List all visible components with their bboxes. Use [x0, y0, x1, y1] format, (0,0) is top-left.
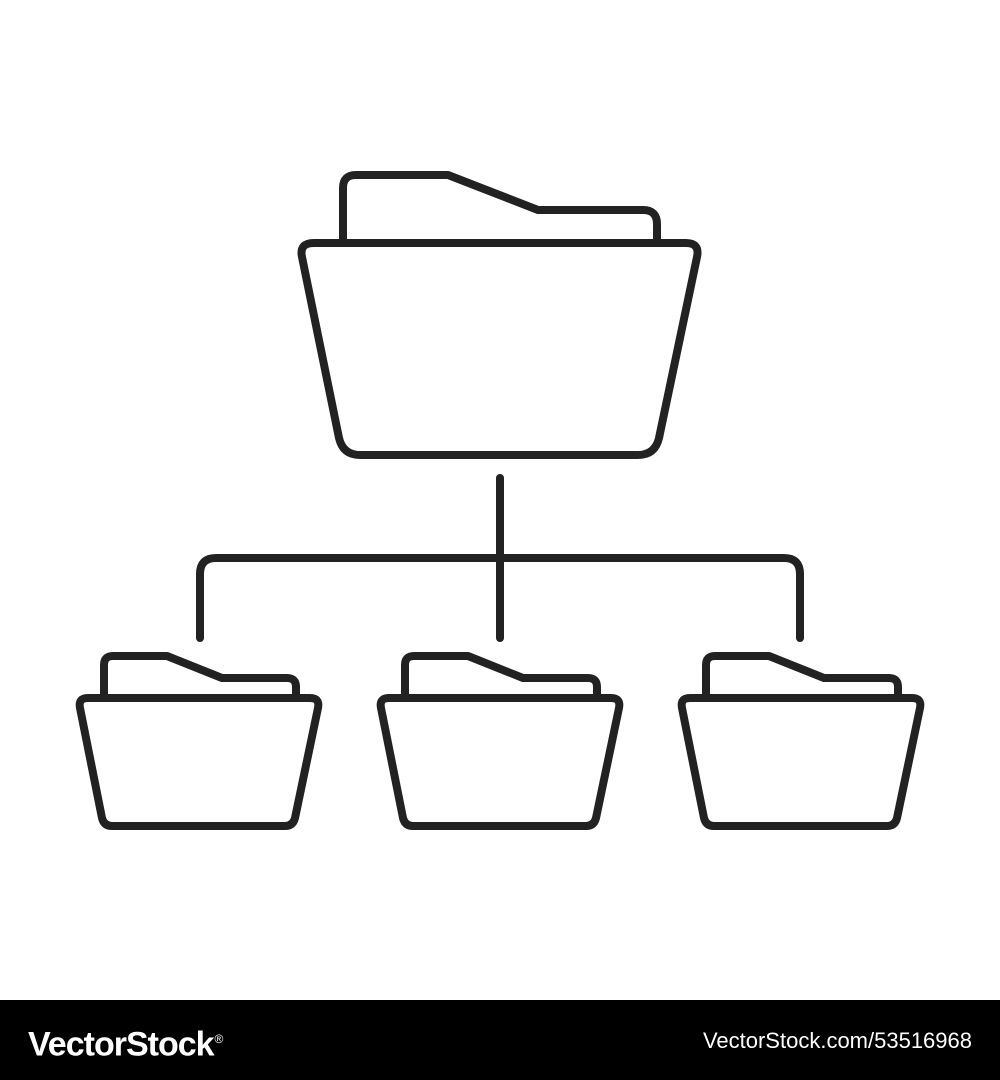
connector-lines	[196, 474, 804, 642]
image-id-text: VectorStock.com/53516968	[702, 1028, 972, 1053]
vectorstock-logo: VectorStock®	[28, 1017, 224, 1066]
child-folder-front-pocket	[376, 694, 624, 830]
connector-branch	[196, 554, 804, 642]
root-folder-back-tab	[339, 171, 661, 244]
root-folder-icon	[297, 171, 702, 459]
child-folder-back-tab	[401, 652, 601, 699]
child-folder-front-pocket	[75, 694, 323, 830]
watermark-footer-bar: VectorStock® VectorStock.com/53516968	[0, 1000, 1000, 1080]
folder-hierarchy-diagram	[75, 171, 925, 830]
child-folder-icon	[677, 652, 925, 830]
root-folder-front-pocket	[297, 239, 702, 459]
diagram-canvas	[75, 171, 925, 830]
logo-text: VectorStock	[28, 1025, 215, 1064]
child-folder-back-tab	[702, 652, 902, 699]
registered-mark: ®	[214, 1032, 224, 1046]
child-folder-icon	[376, 652, 624, 830]
child-folder-front-pocket	[677, 694, 925, 830]
child-folder-icon	[75, 652, 323, 830]
child-folder-back-tab	[100, 652, 300, 699]
